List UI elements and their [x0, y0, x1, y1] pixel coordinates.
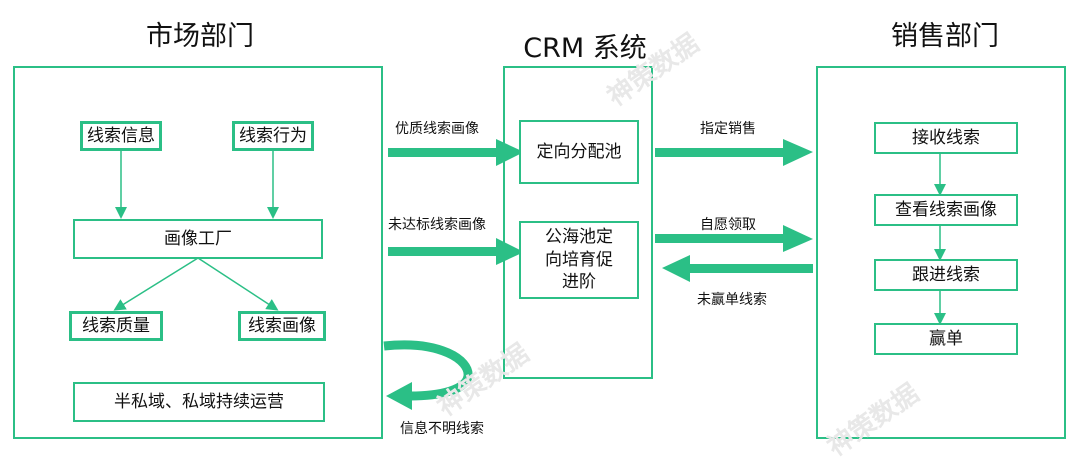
unqualified-flow-shaft — [388, 247, 496, 256]
assign-pool-node: 定向分配池 — [519, 120, 639, 184]
sales-title: 销售部门 — [891, 21, 999, 52]
assign-sales-label: 指定销售 — [700, 121, 756, 137]
unqualified-flow-head — [496, 238, 524, 265]
assign-flow-head — [783, 139, 813, 166]
quality-flow-shaft — [388, 148, 496, 157]
notwon-flow-shaft — [690, 264, 813, 273]
claim-flow-shaft — [655, 234, 783, 243]
loop-flow-head — [386, 382, 412, 410]
loop-flow — [383, 340, 473, 401]
quality-flow-head — [496, 139, 524, 166]
lead-behavior-node: 线索行为 — [232, 121, 314, 151]
lead-portrait-node: 线索画像 — [238, 311, 326, 341]
public-pool-node: 公海池定向培育促进阶 — [519, 221, 639, 299]
portrait-factory-node: 画像工厂 — [73, 219, 323, 259]
not-won-label: 未赢单线索 — [697, 292, 767, 308]
lead-info-node: 线索信息 — [80, 121, 162, 151]
lead-quality-node: 线索质量 — [69, 311, 163, 341]
quality-portrait-label: 优质线索画像 — [395, 121, 479, 137]
marketing-title: 市场部门 — [146, 21, 254, 52]
notwon-flow-head — [662, 255, 690, 282]
view-portrait-node: 查看线索画像 — [874, 194, 1018, 226]
crm-title: CRM 系统 — [523, 33, 647, 64]
self-claim-label: 自愿领取 — [700, 217, 756, 233]
assign-flow-shaft — [655, 148, 783, 157]
win-node: 赢单 — [874, 323, 1018, 355]
unclear-lead-label: 信息不明线索 — [400, 421, 484, 437]
claim-flow-head — [783, 225, 813, 252]
unqualified-portrait-label: 未达标线索画像 — [388, 217, 486, 233]
receive-lead-node: 接收线索 — [874, 122, 1018, 154]
private-ops-node: 半私域、私域持续运营 — [73, 382, 325, 422]
follow-up-node: 跟进线索 — [874, 259, 1018, 291]
